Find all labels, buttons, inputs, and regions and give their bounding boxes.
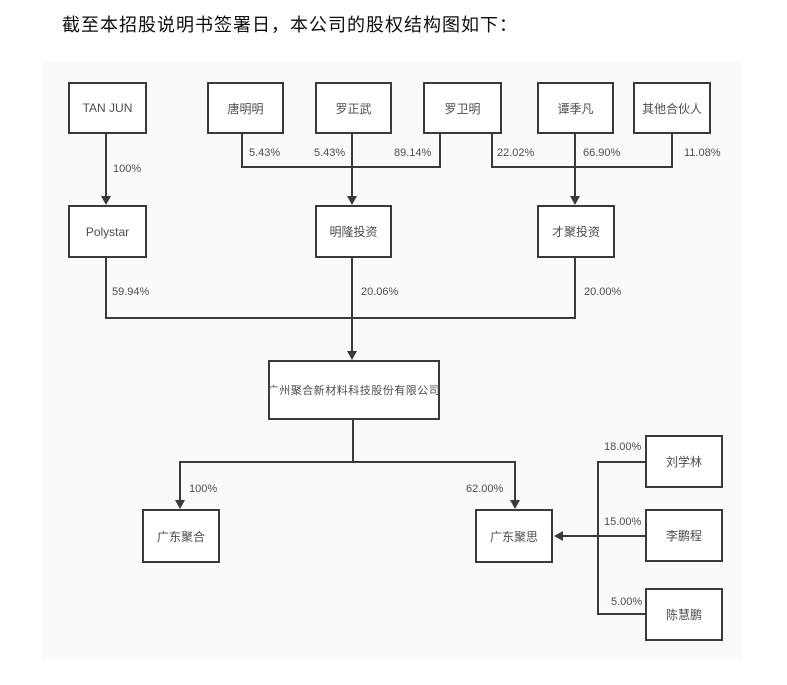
connector-line	[597, 461, 599, 615]
connector-line	[491, 134, 493, 168]
percent-label: 5.43%	[314, 147, 346, 159]
percent-label: 100%	[113, 163, 142, 175]
percent-label: 62.00%	[466, 483, 504, 495]
connector-line	[491, 166, 673, 168]
connector-line	[351, 258, 353, 353]
percent-label: 18.00%	[604, 441, 642, 453]
connector-line	[105, 258, 107, 319]
connector-line	[241, 166, 441, 168]
node-caiju: 才聚投资	[537, 205, 615, 258]
percent-label: 20.06%	[361, 286, 399, 298]
connector-line	[439, 134, 441, 168]
arrowhead-down-icon	[570, 196, 580, 205]
connector-line	[352, 420, 354, 463]
percent-label: 5.43%	[249, 147, 281, 159]
arrowhead-down-icon	[175, 500, 185, 509]
node-liu-xuelin: 刘学林	[645, 435, 723, 488]
arrowhead-left-icon	[554, 531, 563, 541]
percent-label: 15.00%	[604, 516, 642, 528]
node-tang-mingming: 唐明明	[207, 82, 284, 134]
node-tan-jun: TAN JUN	[68, 82, 147, 134]
page-title: 截至本招股说明书签署日，本公司的股权结构图如下：	[62, 15, 518, 35]
connector-line	[560, 535, 645, 537]
percent-label: 100%	[189, 483, 218, 495]
connector-line	[241, 134, 243, 168]
arrowhead-down-icon	[347, 351, 357, 360]
connector-line	[179, 461, 516, 463]
percent-label: 66.90%	[583, 147, 621, 159]
node-gd-jusi: 广东聚思	[475, 509, 553, 563]
connector-line	[671, 134, 673, 168]
arrowhead-down-icon	[347, 196, 357, 205]
connector-line	[179, 461, 181, 501]
node-company: 广州聚合新材料科技股份有限公司	[268, 360, 440, 420]
node-luo-zhengwu: 罗正武	[315, 82, 392, 134]
node-gd-juhe: 广东聚合	[142, 509, 220, 563]
connector-line	[597, 461, 645, 463]
percent-label: 5.00%	[611, 596, 643, 608]
node-chen-huipeng: 陈慧鹏	[645, 588, 723, 641]
percent-label: 11.08%	[684, 147, 721, 159]
connector-line	[105, 134, 107, 198]
connector-line	[597, 613, 645, 615]
connector-line	[105, 317, 576, 319]
node-li-pengcheng: 李鹏程	[645, 509, 723, 562]
node-polystar: Polystar	[68, 205, 147, 258]
percent-label: 59.94%	[112, 286, 150, 298]
connector-line	[514, 461, 516, 501]
node-other-partners: 其他合伙人	[633, 82, 711, 134]
arrowhead-down-icon	[101, 196, 111, 205]
percent-label: 22.02%	[497, 147, 535, 159]
arrowhead-down-icon	[510, 500, 520, 509]
percent-label: 89.14%	[394, 147, 432, 159]
percent-label: 20.00%	[584, 286, 622, 298]
node-luo-weiming: 罗卫明	[423, 82, 502, 134]
connector-line	[574, 258, 576, 319]
node-tan-jifan: 谭季凡	[537, 82, 614, 134]
node-minglong: 明隆投资	[315, 205, 392, 258]
